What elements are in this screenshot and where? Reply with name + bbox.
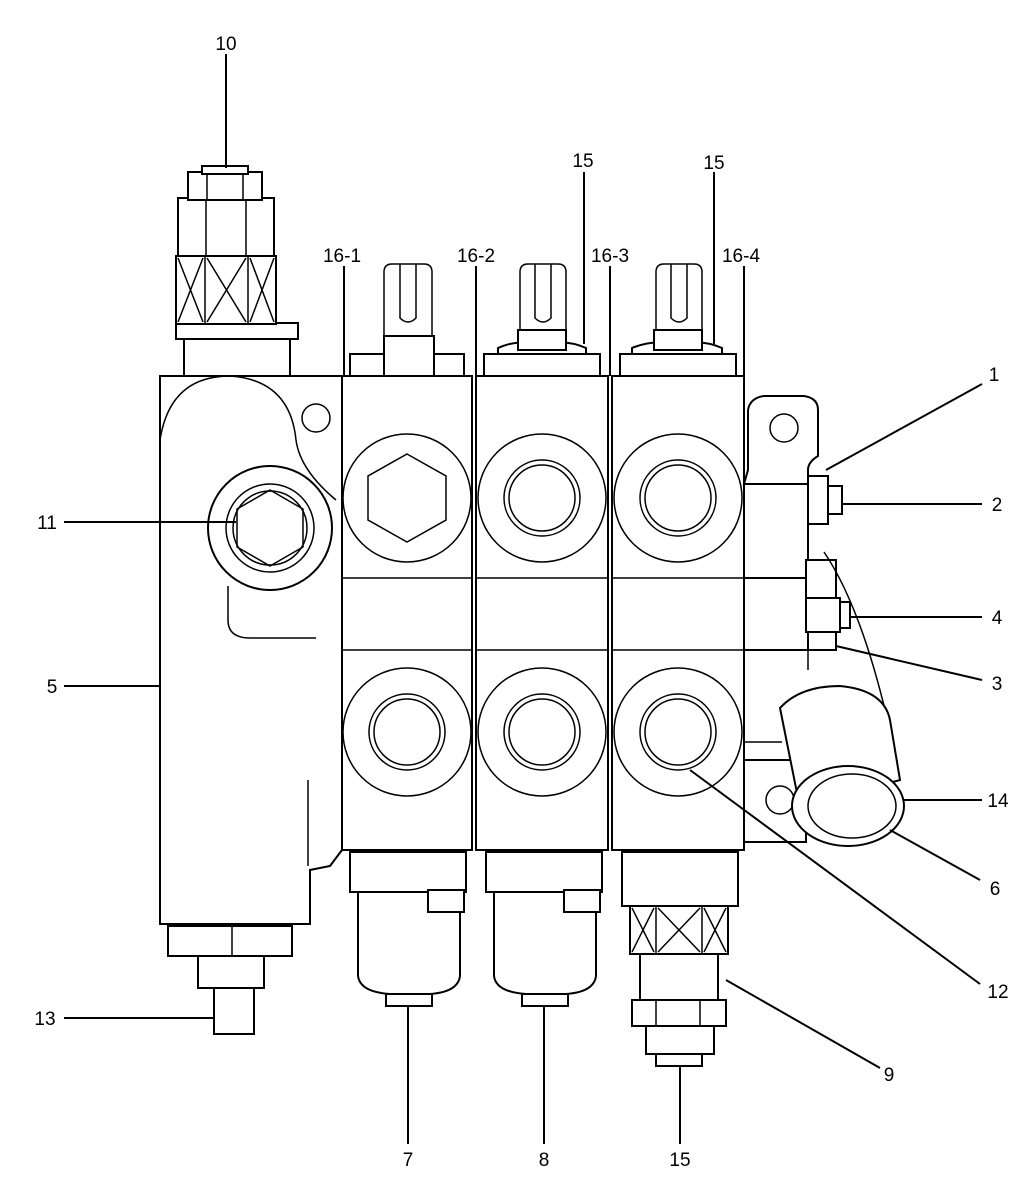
callout-3: 3	[992, 674, 1003, 695]
callout-6: 6	[990, 879, 1001, 900]
section-16-3	[611, 263, 745, 1067]
callout-2: 2	[992, 495, 1003, 516]
leader-3	[835, 645, 983, 681]
leader-1	[825, 383, 983, 471]
callout-4: 4	[992, 608, 1003, 629]
callout-11: 11	[37, 513, 57, 534]
callout-16-2: 16-2	[457, 246, 495, 267]
callout-7: 7	[403, 1150, 414, 1171]
section-16-1	[341, 263, 473, 1007]
callout-16-4: 16-4	[722, 246, 760, 267]
callout-9: 9	[884, 1065, 895, 1086]
section-16-2	[475, 263, 609, 1007]
relief-valve-10	[175, 165, 299, 377]
leader-9	[725, 979, 881, 1069]
callout-14: 14	[987, 791, 1009, 812]
callout-1: 1	[989, 365, 1000, 386]
plug-11	[207, 465, 333, 591]
callout-16-3: 16-3	[591, 246, 629, 267]
cartridge-cap	[744, 551, 905, 847]
callout-16-1: 16-1	[323, 246, 361, 267]
leader-12	[689, 769, 981, 985]
leader-lines	[64, 54, 983, 1144]
callout-13: 13	[34, 1009, 55, 1030]
callout-15-top-left: 15	[572, 151, 593, 172]
callout-15-top-right: 15	[703, 153, 724, 174]
plug-13	[167, 925, 293, 1035]
callout-labels: 10 15 15 16-1 16-2 16-3 16-4 1 2 4 3 14 …	[34, 34, 1009, 1171]
bolt-stack	[805, 475, 851, 651]
callout-8: 8	[539, 1150, 550, 1171]
outlet-end-plate	[742, 395, 819, 843]
leader-6	[889, 829, 981, 881]
inlet-housing	[159, 375, 343, 925]
callout-12: 12	[987, 982, 1008, 1003]
callout-10: 10	[215, 34, 236, 55]
callout-5: 5	[47, 677, 58, 698]
callout-15-bottom: 15	[669, 1150, 690, 1171]
